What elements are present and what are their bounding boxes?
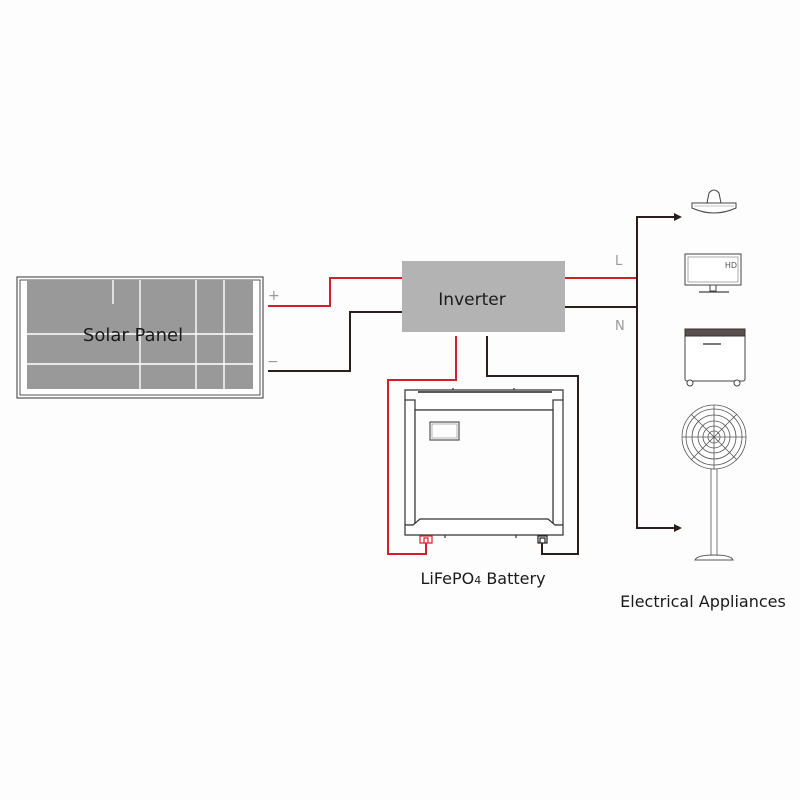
battery-label-suffix: Battery [481,569,545,588]
lamp-icon [691,189,737,214]
battery-label: LiFePO4 Battery [420,569,545,588]
negative-sign: − [267,354,279,370]
battery-label-subscript: 4 [474,574,481,587]
solar-panel: Solar Panel [16,276,264,399]
panel-positive-wire [268,277,402,307]
tv-badge: HD [725,261,737,270]
inverter: Inverter [402,261,565,332]
ac-bus [636,213,682,532]
battery-negative-terminal-icon [537,535,548,544]
battery-label-prefix: LiFePO [420,569,474,588]
solar-panel-label: Solar Panel [83,325,183,346]
freezer-icon [684,328,746,387]
arrow-to-fan-icon [674,524,682,532]
battery [404,388,564,544]
battery-negative-wire [486,336,579,555]
fan-icon [681,404,747,561]
tv-icon: HD [684,253,742,293]
battery-positive-wire [387,336,457,555]
arrow-to-lamp-icon [674,213,682,221]
positive-sign: + [268,288,280,304]
battery-positive-terminal-icon [419,535,433,544]
panel-negative-wire [268,311,402,372]
appliances-label: Electrical Appliances [620,592,786,611]
live-label: L [615,254,623,269]
solar-cell-grid [27,280,253,389]
neutral-label: N [615,319,625,334]
inverter-label: Inverter [438,290,505,310]
battery-display-icon [429,421,460,441]
